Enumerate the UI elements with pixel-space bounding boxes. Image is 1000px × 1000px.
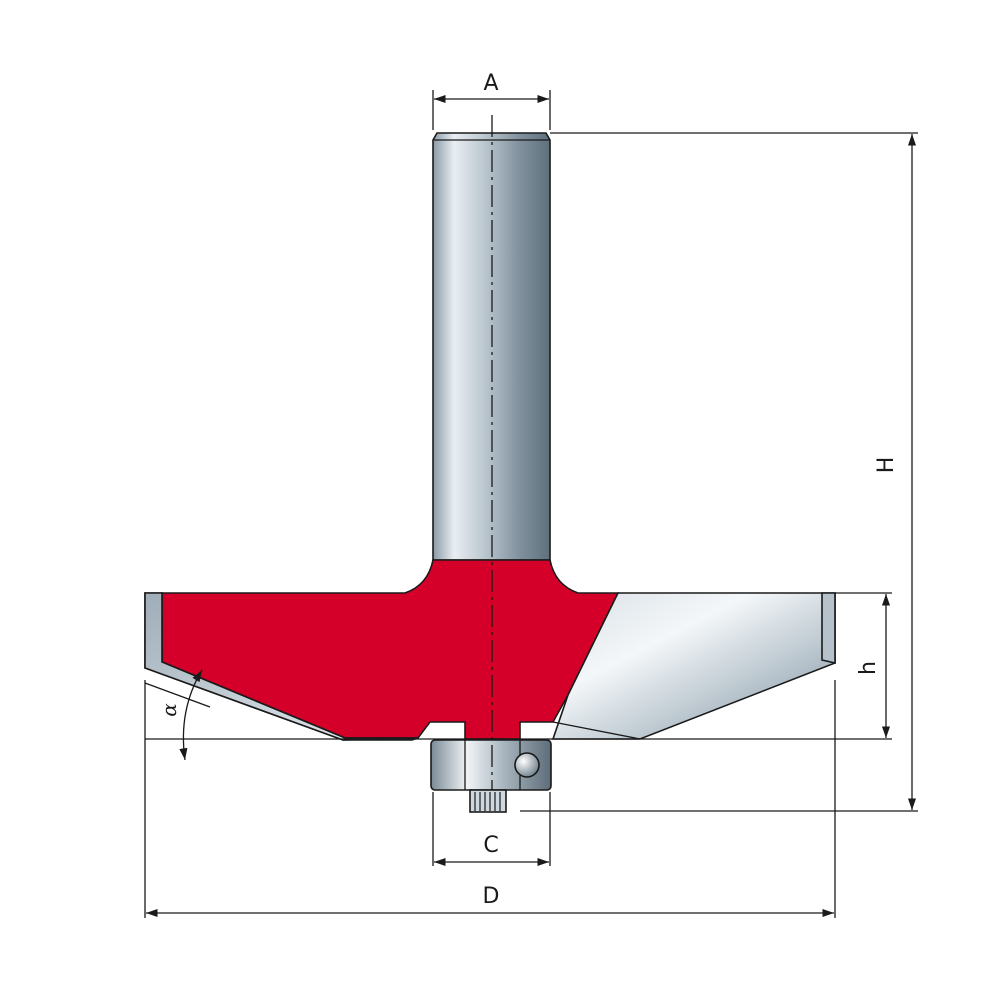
cutter-body [161, 559, 620, 740]
dimension-a: A [432, 71, 551, 130]
dim-c-label: C [483, 833, 498, 858]
dim-H-label: H [874, 457, 899, 474]
dimension-alpha: α [144, 669, 211, 761]
right-carbide-wing [551, 592, 836, 740]
right-carbide-edge [821, 592, 836, 665]
bearing-ball [514, 752, 540, 778]
left-carbide-insert [144, 592, 419, 741]
bearing-screw [469, 789, 507, 813]
dim-a-label: A [483, 71, 498, 96]
cutter-body-shape [161, 559, 620, 740]
dim-d-label: D [483, 884, 500, 909]
dimension-h-overall: H [520, 132, 918, 812]
bearing-screw-knurl [474, 792, 501, 811]
dim-h-label: h [856, 661, 881, 675]
dim-alpha-arc [179, 669, 203, 761]
dimension-h-cut: h [145, 592, 892, 740]
dimension-c: C [432, 792, 551, 867]
right-carbide-bevel-line [552, 721, 641, 740]
bearing [430, 739, 552, 813]
dimension-d: D [144, 680, 836, 918]
dim-alpha-label: α [157, 703, 181, 717]
left-carbide-bevel [144, 592, 419, 741]
